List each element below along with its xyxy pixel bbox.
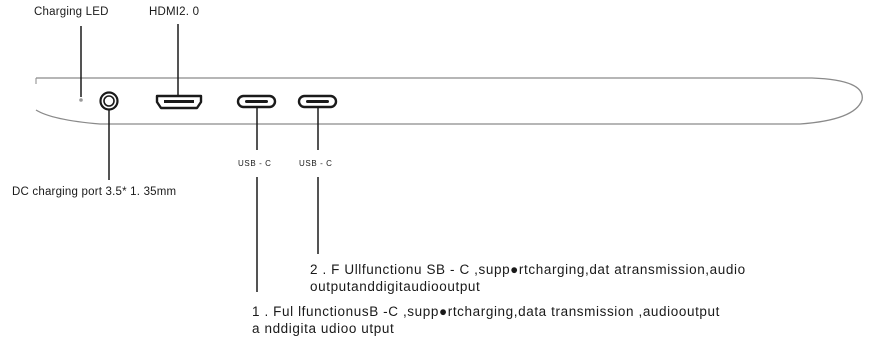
usb-c-2-label: USB - C: [299, 159, 333, 168]
usb-c-port-1-icon: [236, 94, 277, 109]
usb-c-port-2-icon: [297, 94, 338, 109]
hdmi-port-icon: [155, 94, 203, 110]
charging-led-label: Charging LED: [34, 6, 109, 18]
dc-port-icon: [99, 91, 119, 111]
port1-description-line2: a nddigita udioo utput: [252, 321, 395, 336]
usb-c-1-label: USB - C: [238, 159, 272, 168]
dc-port-label: DC charging port 3.5* 1. 35mm: [12, 186, 177, 198]
port2-description-line2: outputanddigitaudiooutput: [310, 279, 481, 294]
port2-description-line1: 2 . F Ullfunctionu SB - C ,supp●rtchargi…: [310, 262, 746, 277]
device-outline: [35, 77, 863, 125]
charging-led-icon: [79, 98, 83, 102]
port1-description-line1: 1 . Ful lfunctionusB -C ,supp●rtcharging…: [252, 304, 720, 319]
hdmi-label: HDMI2. 0: [149, 6, 200, 18]
